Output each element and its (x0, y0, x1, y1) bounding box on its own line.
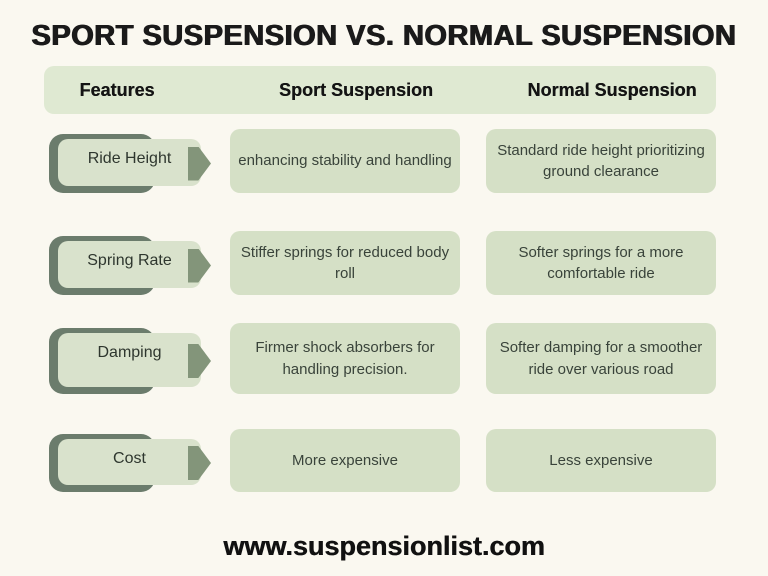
arrow-right-icon (188, 146, 211, 181)
arrow-right-icon (188, 248, 211, 283)
normal-suspension-cell: Standard ride height prioritizing ground… (486, 129, 716, 193)
sport-suspension-cell: Firmer shock absorbers for handling prec… (230, 323, 460, 394)
column-header-sport-suspension: Sport Suspension (278, 79, 433, 100)
normal-suspension-cell: Less expensive (486, 429, 716, 492)
table-row-damping: Damping Firmer shock absorbers for handl… (0, 323, 768, 394)
page-title: SPORT SUSPENSION VS. NORMAL SUSPENSION (31, 20, 737, 52)
feature-label: Cost (58, 439, 201, 485)
table-header-row: Features Sport Suspension Normal Suspens… (44, 66, 716, 114)
column-header-features: Features (79, 79, 155, 100)
table-row-cost: Cost More expensive Less expensive (0, 429, 768, 492)
normal-suspension-cell: Softer springs for a more comfortable ri… (486, 231, 716, 295)
normal-suspension-cell: Softer damping for a smoother ride over … (486, 323, 716, 394)
table-row-ride-height: Ride Height enhancing stability and hand… (0, 129, 768, 193)
feature-label: Damping (58, 333, 201, 387)
feature-label-box: Damping (49, 328, 211, 394)
column-header-normal-suspension: Normal Suspension (527, 79, 697, 100)
table-row-spring-rate: Spring Rate Stiffer springs for reduced … (0, 231, 768, 295)
feature-label-box: Spring Rate (49, 236, 211, 295)
arrow-right-icon (188, 344, 211, 378)
feature-label: Spring Rate (58, 241, 201, 288)
feature-label-box: Ride Height (49, 134, 211, 193)
sport-suspension-cell: enhancing stability and handling (230, 129, 460, 193)
sport-suspension-cell: More expensive (230, 429, 460, 492)
feature-label-box: Cost (49, 434, 211, 492)
sport-suspension-cell: Stiffer springs for reduced body roll (230, 231, 460, 295)
arrow-right-icon (188, 446, 211, 480)
website-url: www.suspensionlist.com (223, 531, 545, 561)
feature-label: Ride Height (58, 139, 201, 186)
